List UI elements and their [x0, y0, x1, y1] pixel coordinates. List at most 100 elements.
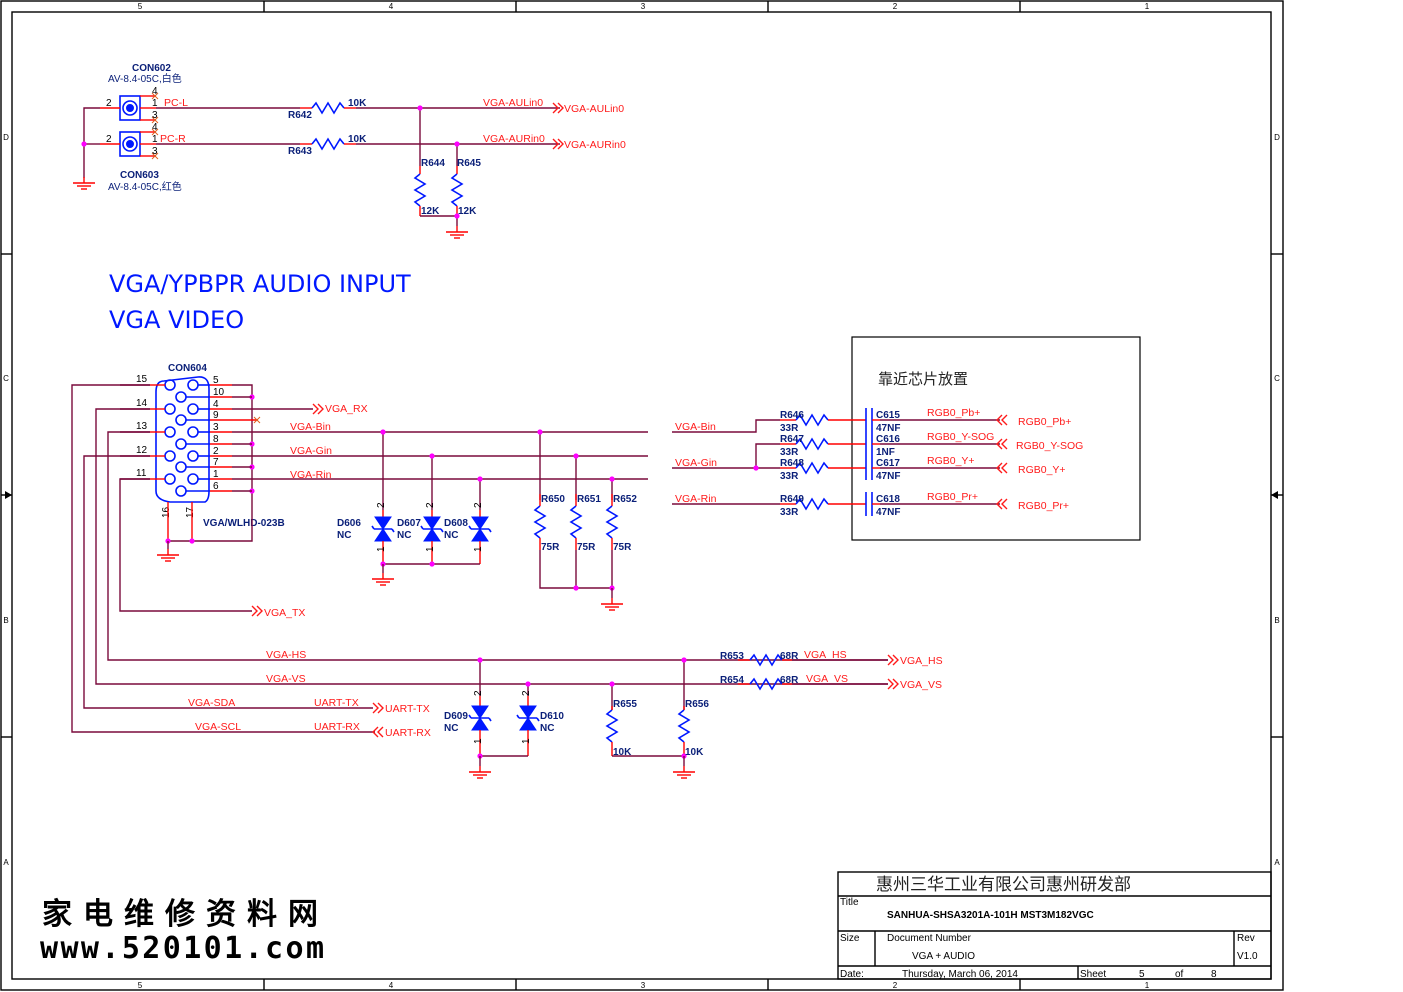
port-rgb0[interactable]: RGB0_Pr+: [1018, 500, 1069, 512]
heading-vga-video: VGA VIDEO: [109, 306, 244, 334]
vga-pin-hole: [164, 426, 176, 438]
connector-con602[interactable]: CON602 AV-8.4-05C,白色 4 1 3 2 PC-L: [100, 63, 188, 124]
capacitor-ref: C617: [876, 458, 900, 469]
port-rgb0[interactable]: RGB0_Y-SOG: [1016, 440, 1083, 452]
port-rgb0[interactable]: RGB0_Pb+: [1018, 416, 1071, 428]
r650-value: 75R: [541, 542, 560, 553]
port-rgb0[interactable]: RGB0_Y+: [1018, 464, 1066, 476]
heading-audio-input: VGA/YPBPR AUDIO INPUT: [109, 270, 411, 298]
capacitor-ref: C615: [876, 410, 900, 421]
r651-value: 75R: [577, 542, 596, 553]
zone-left-B: B: [3, 616, 8, 625]
capacitor-value: 47NF: [876, 471, 900, 482]
tvs-diode-d609[interactable]: [468, 705, 492, 731]
vga-pin-number: 4: [213, 399, 219, 410]
series-resistor-ref: R649: [780, 494, 804, 505]
net-rgb0: RGB0_Pb+: [927, 407, 980, 419]
sheet-frame: [0, 0, 1284, 991]
net-pc-l: PC-L: [164, 97, 188, 109]
vga-pin-number: 16: [161, 506, 172, 518]
sync-section: [468, 654, 899, 779]
resistor-r643[interactable]: [311, 138, 345, 150]
con603-pin2: 2: [106, 134, 112, 145]
resistor-r644[interactable]: [414, 173, 426, 207]
audio-section: CON602 AV-8.4-05C,白色 4 1 3 2 PC-L CON603…: [72, 63, 626, 239]
net-vga-gin-in: VGA-Gin: [675, 457, 717, 469]
tvs-diode-d606[interactable]: [371, 516, 395, 542]
port-vga-aulin0[interactable]: VGA-AULin0: [564, 103, 624, 115]
r652-value: 75R: [613, 542, 632, 553]
series-resistor-value: 33R: [780, 423, 799, 434]
vga-pin-number: 12: [136, 445, 148, 456]
series-resistor-value: 33R: [780, 507, 799, 518]
r643-ref: R643: [288, 146, 312, 157]
port-vga-tx[interactable]: VGA_TX: [264, 607, 305, 619]
tvs-diode-d608[interactable]: [468, 516, 492, 542]
net-vga-vs-out: VGA_VS: [806, 673, 848, 685]
series-resistor-ref: R646: [780, 410, 804, 421]
resistor-r645[interactable]: [451, 173, 463, 207]
r642-value: 10K: [348, 98, 367, 109]
net-vga-gin: VGA-Gin: [290, 445, 332, 457]
net-vga-sda: VGA-SDA: [188, 697, 235, 709]
vga-pin-hole: [164, 473, 176, 485]
zone-bottom-4: 4: [389, 981, 394, 990]
port-vga-vs[interactable]: VGA_VS: [900, 679, 942, 691]
document-number-label: Document Number: [887, 933, 972, 944]
port-vga-rx[interactable]: VGA_RX: [325, 403, 368, 415]
zone-top-2: 2: [893, 2, 898, 11]
zone-right-A: A: [1274, 858, 1280, 867]
vga-pin-number: 9: [213, 410, 219, 421]
vga-pin-number: 3: [213, 422, 219, 433]
d606-value: NC: [337, 530, 351, 541]
connector-con604[interactable]: CON604 VGA/WLHD-023B: [155, 363, 285, 529]
drawing-title: SANHUA-SHSA3201A-101H MST3M182VGC: [887, 910, 1094, 921]
zone-top-1: 1: [1145, 2, 1150, 11]
resistor-r652[interactable]: [606, 505, 618, 539]
vga-pin-hole: [175, 391, 187, 403]
title-block: [837, 871, 1272, 980]
vga-pin-hole: [164, 450, 176, 462]
center-mark-left: [5, 491, 12, 499]
tvs-diode-d607[interactable]: [420, 516, 444, 542]
con603-pin4: 4: [152, 122, 158, 133]
vga-pin-number: 7: [213, 457, 219, 468]
watermark-url: www.520101.com: [40, 931, 324, 966]
vga-pin-number: 13: [136, 421, 148, 432]
junction: [81, 141, 87, 147]
r652-ref: R652: [613, 494, 637, 505]
resistor-r650[interactable]: [534, 505, 546, 539]
zone-left-D: D: [3, 133, 9, 142]
resistor-r656[interactable]: [678, 709, 690, 743]
r643-value: 10K: [348, 134, 367, 145]
ground-icon: [445, 225, 469, 239]
zone-left-C: C: [3, 374, 9, 383]
con603-ref: CON603: [120, 170, 159, 181]
connector-con603[interactable]: CON603 AV-8.4-05C,红色 4 1 3 2 PC-R: [100, 122, 186, 193]
con602-pin1: 1: [152, 98, 158, 109]
port-vga-hs[interactable]: VGA_HS: [900, 655, 943, 667]
con602-pin4: 4: [152, 86, 158, 97]
port-uart-rx[interactable]: UART-RX: [385, 727, 431, 739]
port-uart-tx[interactable]: UART-TX: [385, 703, 430, 715]
resistor-r655[interactable]: [606, 709, 618, 743]
resistor-r651[interactable]: [570, 505, 582, 539]
pin-number: 2: [473, 690, 484, 696]
d610-value: NC: [540, 723, 554, 734]
d609-value: NC: [444, 723, 458, 734]
vga-pin-hole: [187, 426, 199, 438]
resistor-r642[interactable]: [311, 102, 345, 114]
size-label: Size: [840, 933, 860, 944]
vga-pin-number: 8: [213, 434, 219, 445]
wire-audio-gnd: [83, 107, 100, 178]
con604-ref: CON604: [168, 363, 207, 374]
port-vga-aurin0[interactable]: VGA-AURin0: [564, 139, 626, 151]
vga-pin-number: 11: [136, 468, 147, 479]
con602-pin3: 3: [152, 110, 158, 121]
net-vga-rin: VGA-Rin: [290, 469, 332, 481]
port-arrow-icon: [312, 403, 324, 415]
esd-diodes-rgb: [371, 429, 492, 586]
tvs-diode-d610[interactable]: [516, 705, 540, 731]
vga-pin-number: 1: [213, 469, 219, 480]
